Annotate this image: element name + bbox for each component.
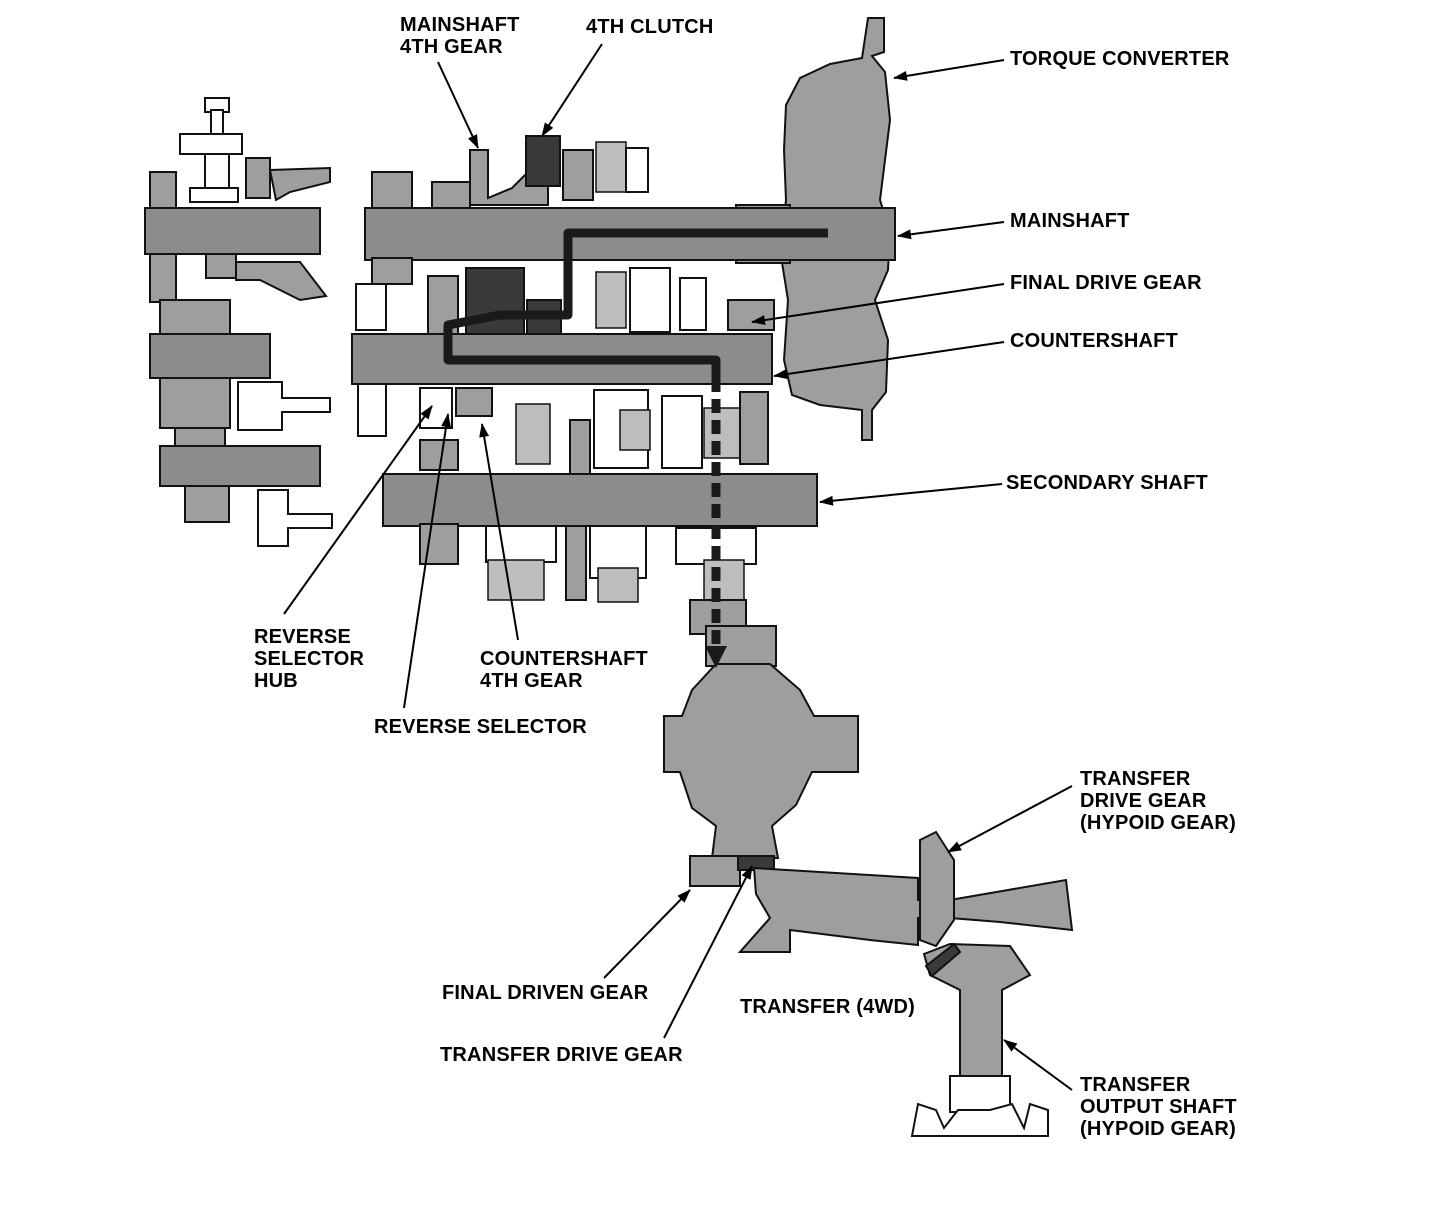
leader-transfer-output-shaft <box>1003 1039 1073 1091</box>
transfer-hypoid-gear <box>919 830 955 948</box>
label-secondary-shaft: SECONDARY SHAFT <box>1006 472 1208 494</box>
leader-reverse-selector <box>403 413 452 709</box>
leader-transfer-drive-gear-hypoid <box>947 785 1073 853</box>
leader-secondary-shaft <box>819 483 1003 506</box>
label-mainshaft: MAINSHAFT <box>1010 210 1130 232</box>
label-reverse-selector-hub: REVERSE SELECTOR HUB <box>254 626 365 692</box>
label-transfer-4wd: TRANSFER (4WD) <box>740 996 916 1018</box>
leader-countershaft-4th-gear <box>479 423 519 641</box>
label-final-driven-gear: FINAL DRIVEN GEAR <box>442 982 649 1004</box>
leader-lines <box>283 43 1073 1091</box>
label-torque-converter: TORQUE CONVERTER <box>1010 48 1230 70</box>
label-transfer-drive-gear-hypoid: TRANSFER DRIVE GEAR (HYPOID GEAR) <box>1080 768 1236 834</box>
left-exploded-gears <box>144 97 333 547</box>
label-4th-clutch: 4TH CLUTCH <box>586 16 714 38</box>
fourth-clutch-pack <box>525 135 561 187</box>
differential-case <box>663 663 859 859</box>
leader-final-drive-gear <box>751 283 1005 326</box>
label-final-drive-gear: FINAL DRIVE GEAR <box>1010 272 1202 294</box>
leader-reverse-selector-hub <box>283 405 433 615</box>
leader-transfer-drive-gear <box>663 865 753 1039</box>
leader-final-driven-gear <box>603 889 691 979</box>
label-reverse-selector: REVERSE SELECTOR <box>374 716 587 738</box>
label-transfer-drive-gear: TRANSFER DRIVE GEAR <box>440 1044 683 1066</box>
leader-torque-converter <box>893 59 1005 81</box>
label-countershaft-4th-gear: COUNTERSHAFT 4TH GEAR <box>480 648 648 692</box>
final-driven-gear-part <box>689 855 741 887</box>
label-transfer-output-shaft: TRANSFER OUTPUT SHAFT (HYPOID GEAR) <box>1080 1074 1237 1140</box>
leader-mainshaft-4th-gear <box>437 61 479 149</box>
leader-countershaft <box>773 341 1005 380</box>
label-mainshaft-4th-gear: MAINSHAFT 4TH GEAR <box>400 14 520 58</box>
secondary-shaft-body <box>382 473 818 527</box>
label-countershaft: COUNTERSHAFT <box>1010 330 1178 352</box>
differential-transfer <box>663 599 1074 1137</box>
transmission-assembly <box>351 17 896 605</box>
leader-4th-clutch <box>541 43 603 137</box>
power-flow-path <box>443 228 828 668</box>
leader-mainshaft <box>897 221 1005 240</box>
